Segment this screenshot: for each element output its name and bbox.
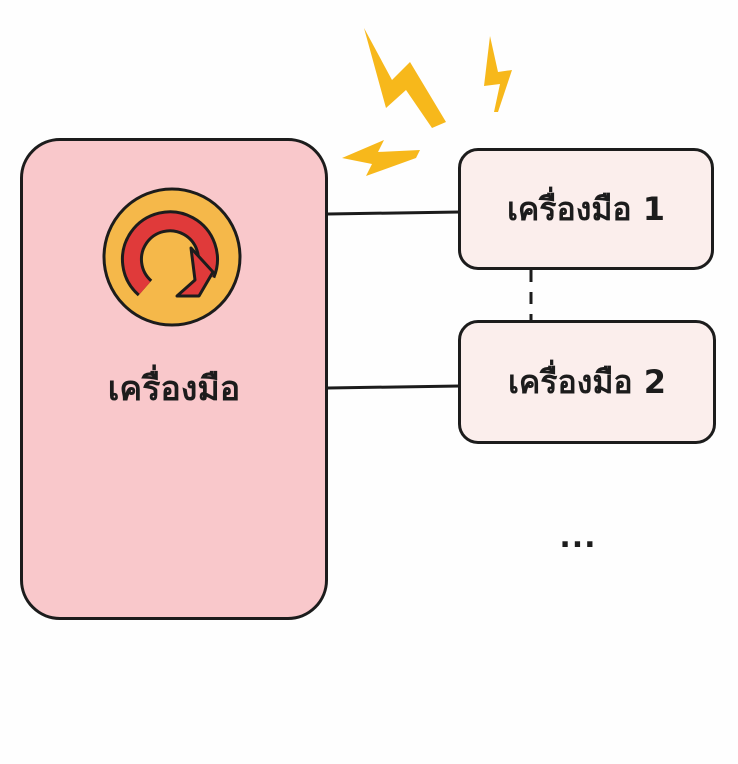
tool-box-1: เครื่องมือ 1 <box>458 148 714 270</box>
main-tool-label: เครื่องมือ <box>107 369 241 409</box>
main-tool-box: เครื่องมือ <box>20 138 328 620</box>
tool-label-2: เครื่องมือ 2 <box>507 362 667 401</box>
more-tools-ellipsis: ... <box>559 520 597 555</box>
connector-main-tool-2 <box>326 384 462 390</box>
tool-label-1: เครื่องมือ 1 <box>506 189 666 228</box>
tool-box-2: เครื่องมือ 2 <box>458 320 716 444</box>
refresh-icon <box>102 187 242 327</box>
connector-main-tool-1 <box>326 210 462 216</box>
